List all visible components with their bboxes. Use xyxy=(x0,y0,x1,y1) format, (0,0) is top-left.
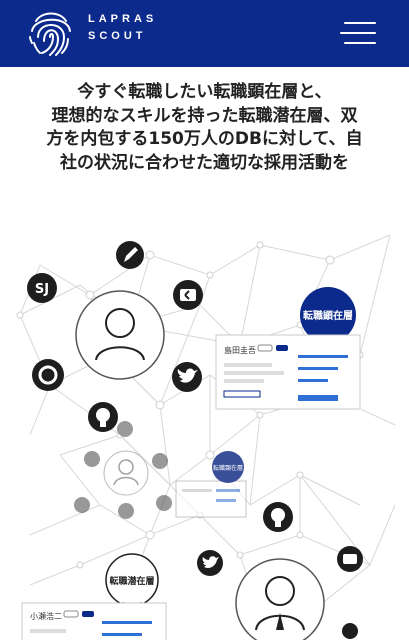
candidate-faded-layer xyxy=(74,450,247,519)
talent-network-illustration: SJ 転職顕在層 島田圭吾 xyxy=(16,234,396,640)
pencil-icon xyxy=(116,241,144,269)
svg-text:転職顕在層: 転職顕在層 xyxy=(303,309,353,322)
logo-line-1: LAPRAS xyxy=(88,13,158,25)
logo-line-2: SCOUT xyxy=(88,30,147,42)
svg-text:SJ: SJ xyxy=(35,282,49,297)
brand-logo-text[interactable]: LAPRAS SCOUT xyxy=(88,11,157,45)
small-dark-node xyxy=(342,623,358,639)
hamburger-menu-icon[interactable] xyxy=(340,20,376,46)
small-pencil-icon xyxy=(117,421,133,437)
candidate-latent-avatar xyxy=(235,558,325,640)
connpass-icon xyxy=(173,280,203,310)
github-icon xyxy=(88,402,118,432)
hero-headline: 今すぐ転職したい転職顕在層と、 理想的なスキルを持った転職潜在層、双 方を内包す… xyxy=(0,81,409,175)
twitter-icon xyxy=(172,362,202,392)
headline-line-2: 理想的なスキルを持った転職潜在層、双 xyxy=(51,105,358,126)
connpass-icon-bottom xyxy=(337,546,363,572)
svg-text:島田圭吾: 島田圭吾 xyxy=(224,345,256,355)
headline-line-1: 今すぐ転職したい転職顕在層と、 xyxy=(77,82,332,102)
profile-card-active: 島田圭吾 xyxy=(215,334,361,410)
headline-line-4: 社の状況に合わせた適切な採用活動を xyxy=(60,152,349,173)
profile-card-latent: 小瀬浩二 xyxy=(21,602,167,640)
fingerprint-icon[interactable] xyxy=(26,7,76,59)
svg-text:小瀬浩二: 小瀬浩二 xyxy=(30,611,62,621)
headline-line-3: 方を内包する150万人のDBに対して、自 xyxy=(46,129,363,149)
github-icon-bottom xyxy=(263,502,293,532)
twitter-icon-bottom xyxy=(197,550,223,576)
svg-text:転職潜在層: 転職潜在層 xyxy=(109,575,154,587)
at-icon xyxy=(32,359,64,391)
site-header: LAPRAS SCOUT xyxy=(0,0,409,67)
candidate-active-avatar xyxy=(75,290,165,380)
badge-active-seekers-small: 転職顕在層 xyxy=(212,451,244,483)
sj-icon: SJ xyxy=(27,273,57,303)
svg-text:転職顕在層: 転職顕在層 xyxy=(213,464,243,472)
